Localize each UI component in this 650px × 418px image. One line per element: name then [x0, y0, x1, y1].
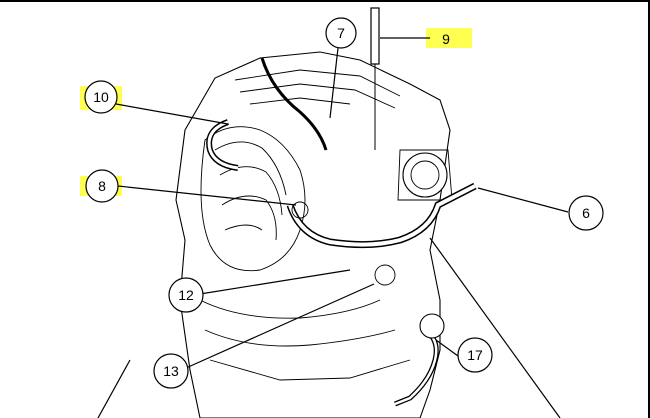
callout-10-label: 10 — [93, 89, 109, 105]
callout-17: 17 — [457, 337, 493, 373]
leader-lines — [97, 37, 569, 418]
callout-8-label: 8 — [98, 178, 106, 194]
callout-6-label: 6 — [582, 205, 590, 221]
callout-17-label: 17 — [467, 347, 483, 363]
callout-7: 7 — [325, 17, 357, 49]
callout-9: 9 — [442, 31, 450, 47]
callouts: 10 7 9 8 6 12 13 — [84, 17, 604, 389]
callout-13-label: 13 — [163, 363, 179, 379]
callout-12: 12 — [168, 277, 204, 313]
callout-10: 10 — [84, 80, 118, 114]
callout-8: 8 — [85, 169, 119, 203]
callout-7-label: 7 — [337, 25, 345, 41]
callout-9-label: 9 — [442, 31, 450, 47]
callout-6: 6 — [568, 195, 604, 231]
callout-13: 13 — [153, 353, 189, 389]
highlight-9 — [426, 28, 472, 48]
callout-12-label: 12 — [178, 287, 194, 303]
engine-body — [175, 7, 477, 418]
